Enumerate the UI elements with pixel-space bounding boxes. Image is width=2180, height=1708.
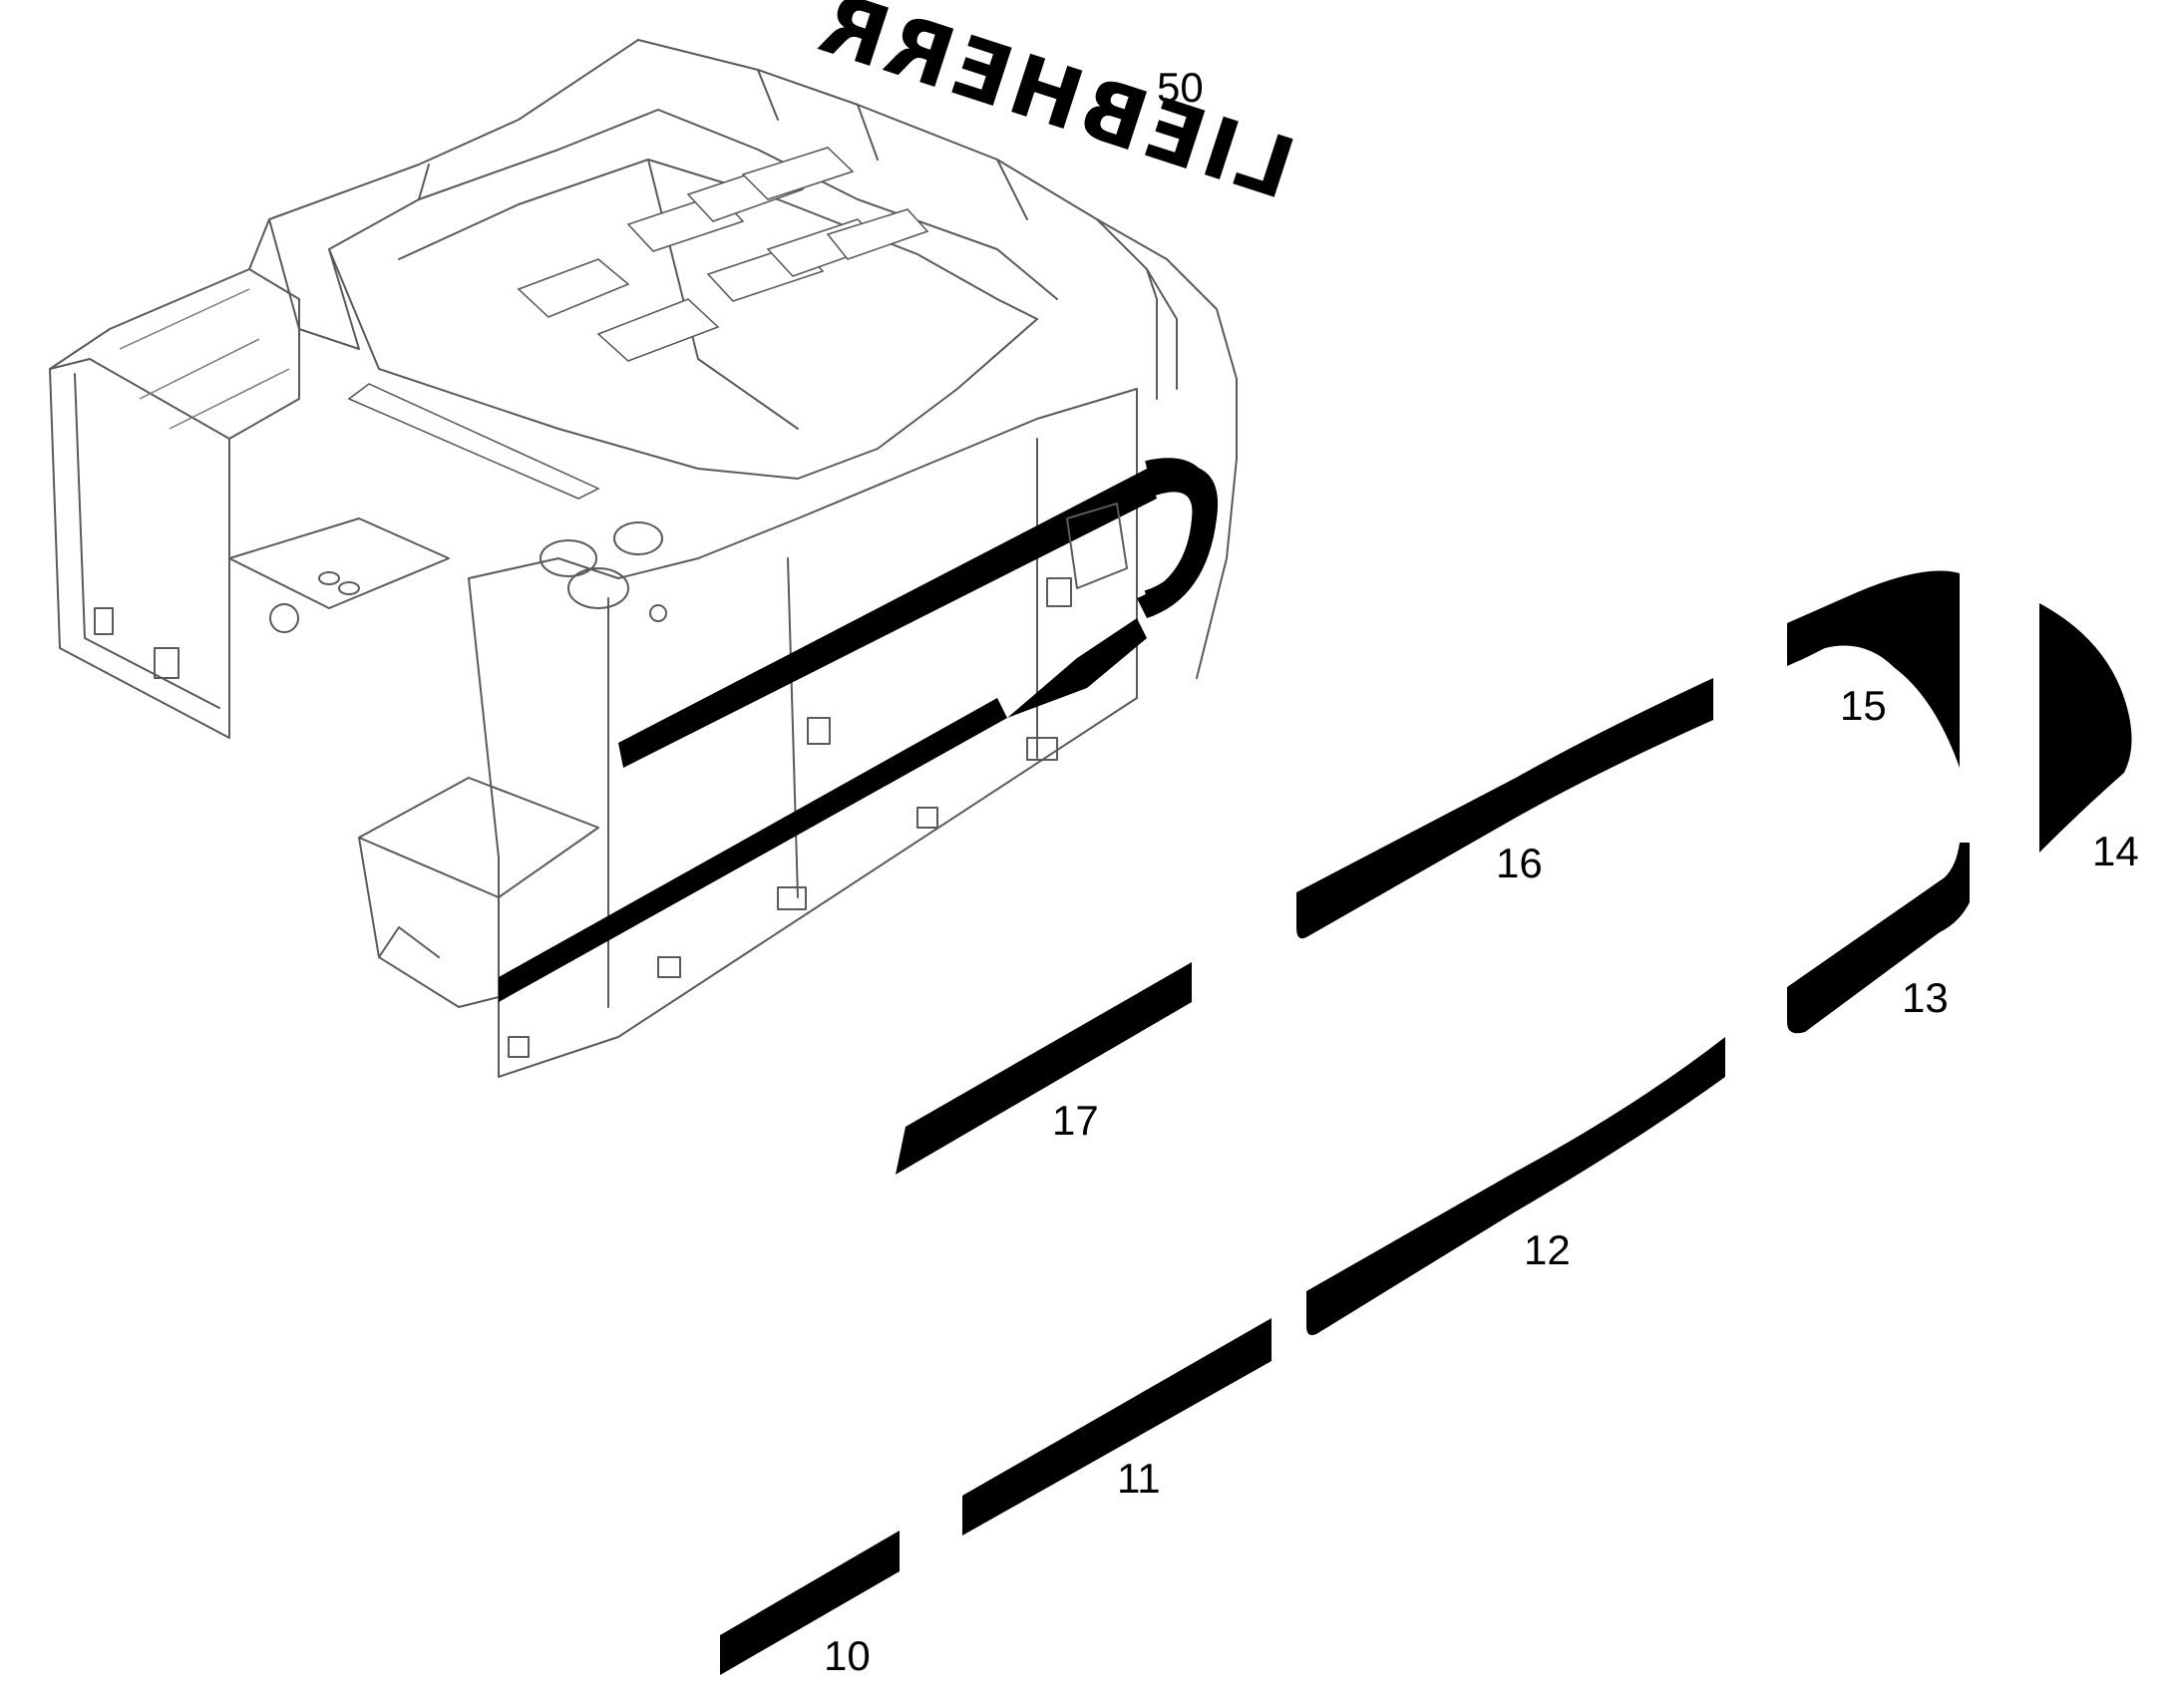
machine-housing-drawing: [49, 39, 1238, 1078]
callout-labels: 50 17 16 15 14 13 12 11 10: [824, 64, 2139, 1679]
liebherr-logo-decal: LIEBHERR: [806, 0, 1305, 218]
callout-label-15: 15: [1840, 682, 1887, 729]
callout-label-11: 11: [1117, 1455, 1161, 1502]
callout-label-50: 50: [1157, 64, 1204, 111]
decal-part-13: [1787, 843, 1970, 1034]
decal-part-14: [2039, 603, 2132, 853]
decal-part-11: [962, 1318, 1272, 1536]
logo-text: LIEBHERR: [806, 0, 1305, 218]
callout-label-13: 13: [1902, 974, 1949, 1021]
decal-part-16: [1296, 678, 1713, 939]
decal-parts: [720, 570, 2132, 1675]
callout-label-14: 14: [2092, 828, 2139, 874]
decal-part-10: [720, 1531, 900, 1675]
callout-label-10: 10: [824, 1632, 871, 1679]
decal-part-12: [1306, 1037, 1725, 1335]
callout-label-16: 16: [1496, 840, 1543, 886]
callout-label-12: 12: [1524, 1226, 1571, 1273]
callout-label-17: 17: [1052, 1097, 1099, 1144]
decal-part-17: [896, 962, 1192, 1175]
decal-part-15: [1787, 570, 1960, 768]
